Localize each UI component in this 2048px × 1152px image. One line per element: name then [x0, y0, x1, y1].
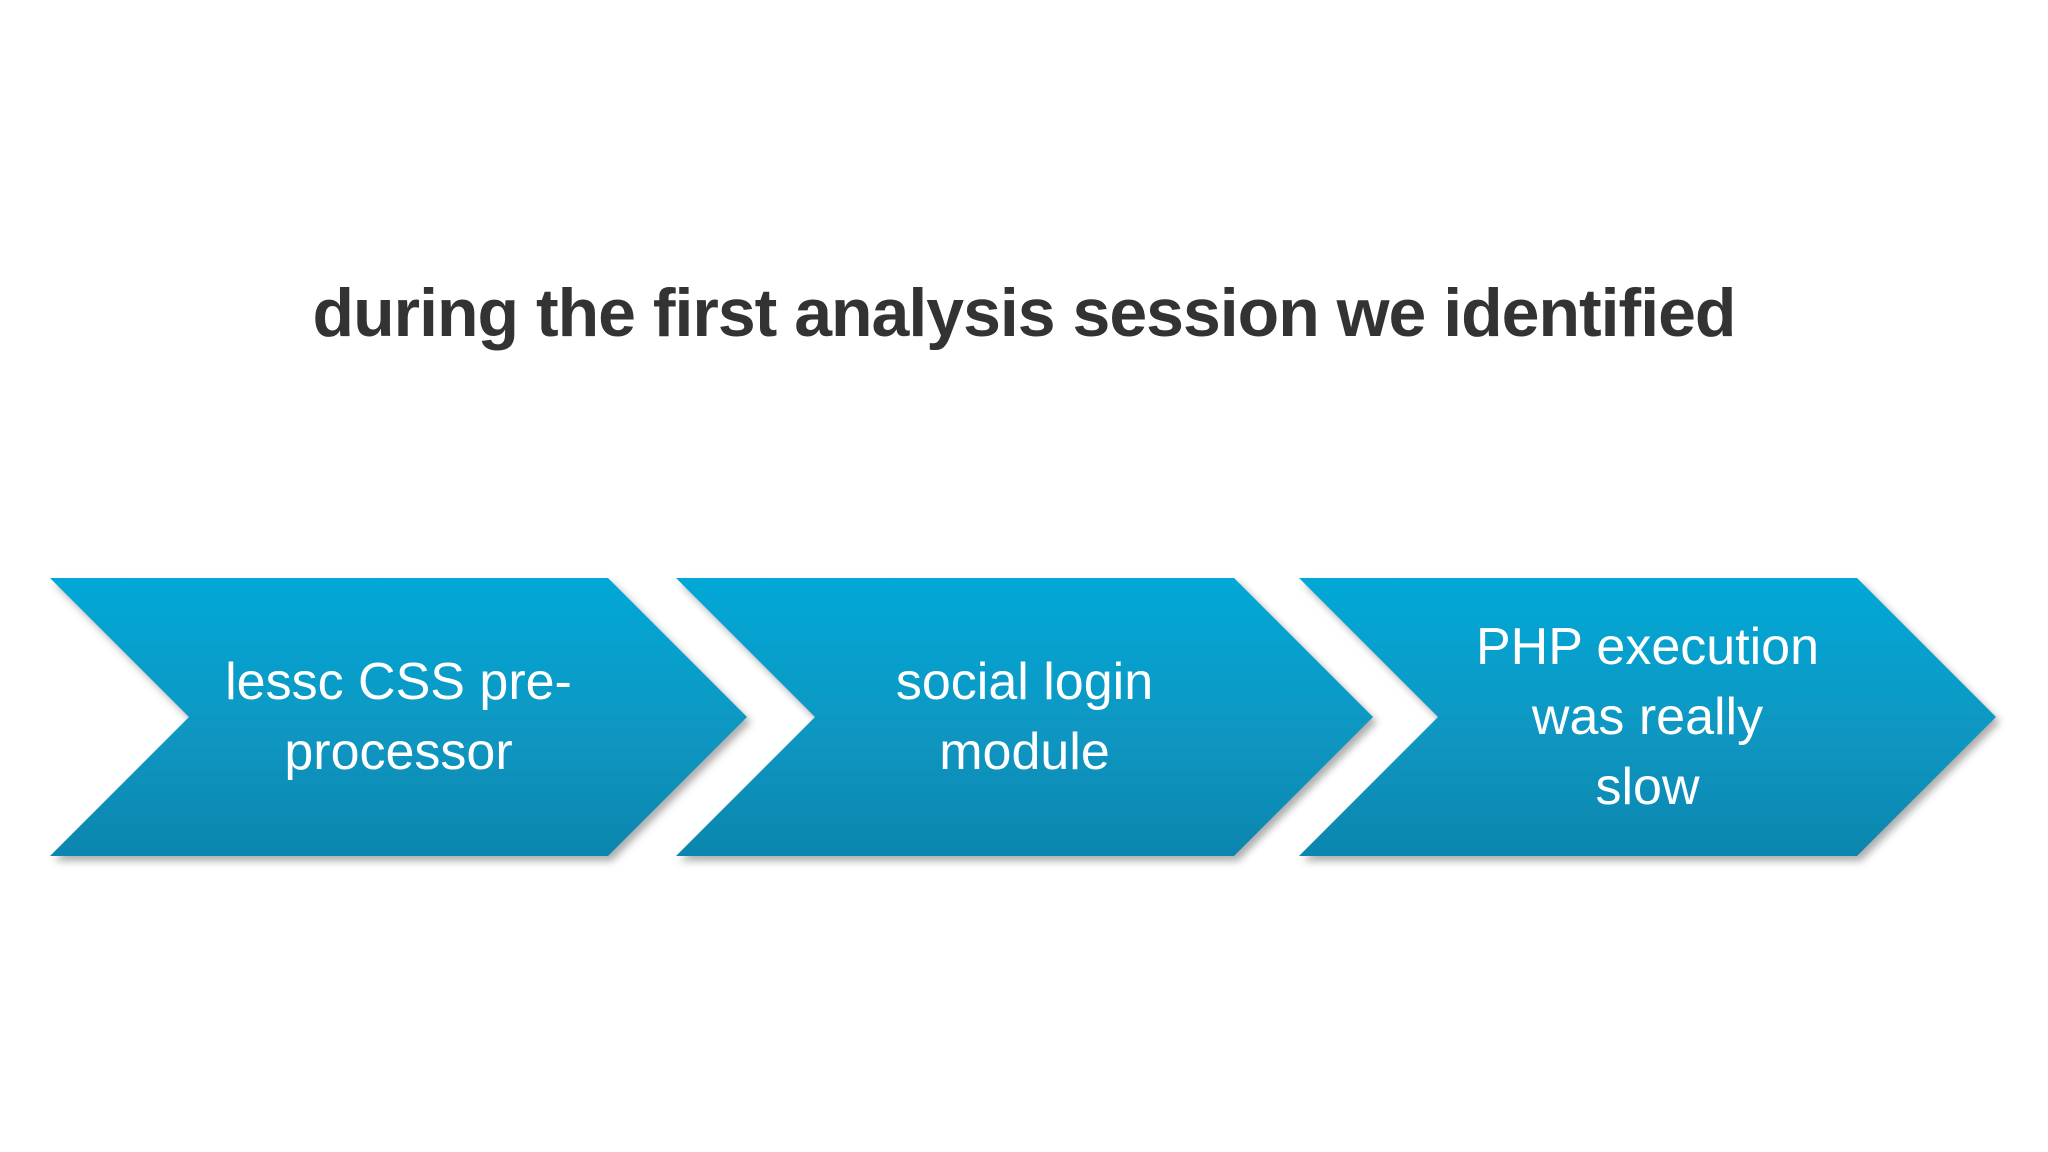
chevron-label-line: module	[939, 723, 1110, 781]
chevron-label-line: was really	[1531, 688, 1764, 746]
chevron-label-line: lessc CSS pre-	[225, 653, 572, 711]
chevron-shape-2: social login module	[676, 578, 1373, 856]
chevron-step-3: PHP execution was really slow	[1299, 578, 1996, 856]
chevron-label-line: social login	[895, 653, 1154, 711]
chevron-label-line: PHP execution	[1475, 618, 1820, 676]
chevron-shape-1: lessc CSS pre- processor	[50, 578, 747, 856]
chevron-label-line: processor	[284, 723, 513, 781]
chevron-shape-3: PHP execution was really slow	[1299, 578, 1996, 856]
chevron-step-1: lessc CSS pre- processor	[50, 578, 747, 856]
slide-title: during the first analysis session we ide…	[312, 275, 1737, 351]
chevron-step-2: social login module	[676, 578, 1373, 856]
chevron-label-line: slow	[1595, 758, 1700, 816]
